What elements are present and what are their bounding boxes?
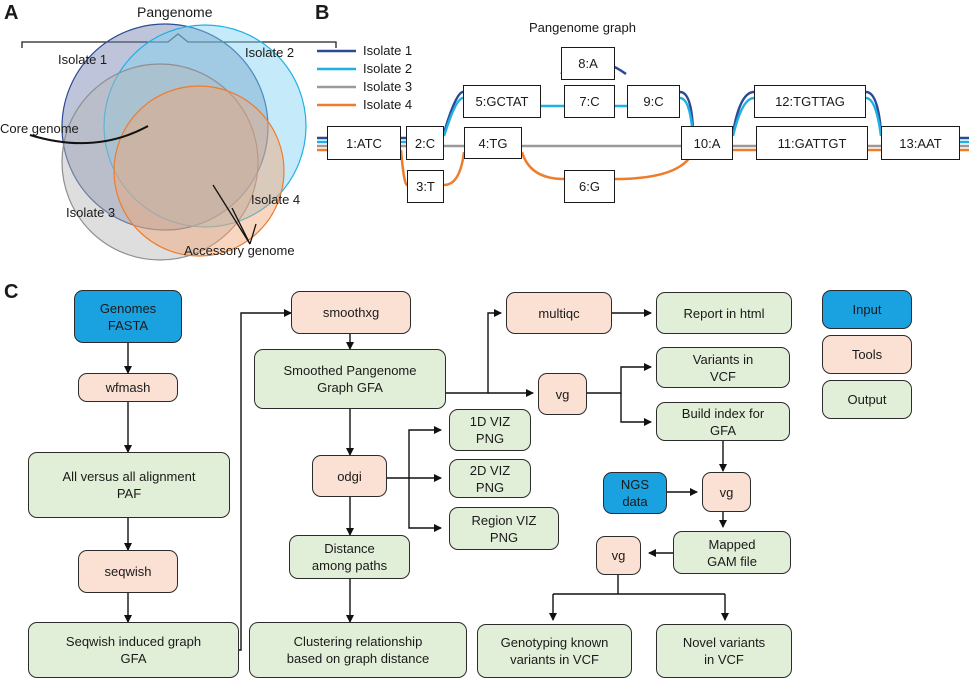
distance-among-paths-box: Distance among paths	[289, 535, 410, 579]
core-genome-label: Core genome	[0, 121, 79, 136]
isolate-2-label: Isolate 2	[245, 45, 295, 60]
graph-node-6: 6:G	[564, 170, 615, 203]
graph-node-10: 10:A	[681, 126, 733, 160]
seqwish-box: seqwish	[78, 550, 178, 593]
smoothxg-box: smoothxg	[291, 291, 411, 334]
report-in-html-box: Report in html	[656, 292, 792, 334]
isolate-3-label: Isolate 3	[66, 205, 116, 220]
flow-connectors	[124, 309, 729, 651]
viz-2d-box: 2D VIZ PNG	[449, 459, 531, 498]
smoothed-pangenome-graph-box: Smoothed Pangenome Graph GFA	[254, 349, 446, 409]
legend-b-isolate-3: Isolate 3	[363, 79, 413, 94]
graph-node-5: 5:GCTAT	[463, 85, 541, 118]
variants-in-vcf-box: Variants in VCF	[656, 347, 790, 388]
panel-label-b: B	[315, 2, 330, 24]
legend-input-box: Input	[822, 290, 912, 329]
accessory-genome-label: Accessory genome	[184, 243, 295, 258]
clustering-relationship-box: Clustering relationship based on graph d…	[249, 622, 467, 678]
graph-node-1: 1:ATC	[327, 126, 401, 160]
seqwish-induced-graph-box: Seqwish induced graph GFA	[28, 622, 239, 678]
pangenome-brace	[21, 33, 337, 48]
core-genome-pointer	[29, 125, 149, 145]
wfmash-box: wfmash	[78, 373, 178, 402]
all-versus-all-alignment-box: All versus all alignment PAF	[28, 452, 230, 518]
isolate-1-label: Isolate 1	[58, 52, 108, 67]
graph-node-4: 4:TG	[464, 127, 522, 159]
isolate-4-label: Isolate 4	[251, 192, 301, 207]
pangenome-label: Pangenome	[137, 4, 213, 20]
legend-output-box: Output	[822, 380, 912, 419]
genomes-fasta-box: Genomes FASTA	[74, 290, 182, 343]
graph-node-3: 3:T	[407, 170, 444, 203]
graph-node-8: 8:A	[561, 47, 615, 80]
venn-isolate-4	[113, 85, 285, 257]
legend-b-isolate-1: Isolate 1	[363, 43, 413, 58]
viz-region-box: Region VIZ PNG	[449, 507, 559, 550]
odgi-box: odgi	[312, 455, 387, 497]
panel-label-a: A	[4, 2, 19, 24]
venn-isolate-3	[61, 63, 259, 261]
graph-node-12: 12:TGTTAG	[754, 85, 866, 118]
multiqc-box: multiqc	[506, 292, 612, 334]
panel-label-c: C	[4, 281, 19, 303]
legend-lines-b	[317, 49, 356, 107]
venn-isolate-2	[103, 24, 307, 228]
build-index-box: Build index for GFA	[656, 402, 790, 441]
mapped-gam-file-box: Mapped GAM file	[673, 531, 791, 574]
graph-node-9: 9:C	[627, 85, 680, 118]
legend-b-isolate-2: Isolate 2	[363, 61, 413, 76]
vg-tool-box-3: vg	[596, 536, 641, 575]
ngs-data-box: NGS data	[603, 472, 667, 514]
vg-tool-box-1: vg	[538, 373, 587, 415]
viz-1d-box: 1D VIZ PNG	[449, 409, 531, 451]
graph-node-11: 11:GATTGT	[756, 126, 868, 160]
vg-tool-box-2: vg	[702, 472, 751, 512]
pangenome-graph-title: Pangenome graph	[529, 20, 636, 35]
novel-variants-box: Novel variants in VCF	[656, 624, 792, 678]
graph-node-7: 7:C	[564, 85, 615, 118]
path-isolate-4	[317, 148, 969, 187]
accessory-pointers	[212, 184, 257, 245]
legend-tools-box: Tools	[822, 335, 912, 374]
graph-node-2: 2:C	[406, 126, 444, 160]
legend-b-isolate-4: Isolate 4	[363, 97, 413, 112]
graph-node-13: 13:AAT	[881, 126, 960, 160]
genotyping-known-variants-box: Genotyping known variants in VCF	[477, 624, 632, 678]
